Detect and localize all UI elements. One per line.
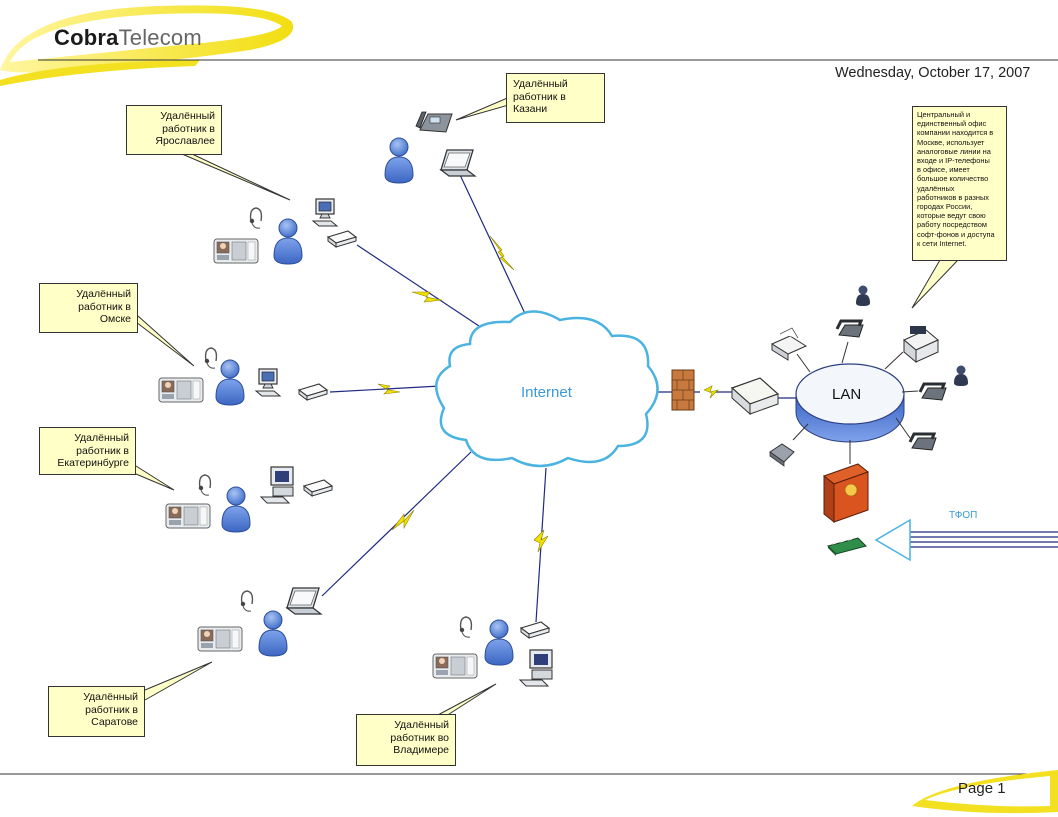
desktop-icon [312,198,338,227]
person-icon [484,619,514,666]
wireless-bolts [377,235,719,553]
router-icon [730,377,780,416]
lan-disk [795,363,905,443]
modem-icon [327,230,357,248]
softphone-icon [158,377,204,403]
headset-icon [198,474,212,496]
callout-omsk: Удалённый работник в Омске [39,283,138,333]
callout-ekaterinburg: Удалённый работник в Екатеринбурге [39,427,136,475]
softphone-icon [432,653,478,679]
headset-icon [459,616,473,638]
page-number: Page 1 [958,780,1006,797]
modem-icon [520,621,550,639]
person-icon [384,137,414,184]
person-icon [215,359,245,406]
office-description-note: Центральный и единственный офис компании… [912,106,1007,261]
laptop-icon [440,149,476,177]
brand-logo: CobraTelecom [54,25,202,51]
fax-icon [770,327,808,361]
modem-icon [303,479,333,497]
person-icon [258,610,288,657]
internet-label: Internet [521,384,572,401]
person-icon [954,365,968,386]
callout-tails [127,95,959,717]
softphone-icon [165,503,211,529]
desktop-icon [260,466,294,504]
ip-phone-icon [415,111,453,133]
server-icon [822,463,870,524]
desktop-icon [255,368,281,397]
header-swoosh [0,5,294,86]
person-icon [273,218,303,265]
headset-icon [249,207,263,229]
firewall-icon [671,369,695,411]
document-date: Wednesday, October 17, 2007 [835,65,1031,81]
headset-icon [240,590,254,612]
softphone-icon [213,238,259,264]
laptop-icon [286,587,322,615]
ip-phone-icon [908,432,938,452]
pstn-lines [910,531,1058,548]
callout-yaroslavl: Удалённый работник в Ярославлее [126,105,222,155]
printer-icon [903,326,939,364]
pstn-label: ТФОП [949,510,978,521]
gateway-card-icon [827,537,867,556]
lan-spokes [792,341,919,464]
softphone-icon [197,626,243,652]
desktop-icon [519,649,553,687]
brand-bold: Cobra [54,25,119,50]
pstn-arrow [874,518,911,562]
person-icon [221,486,251,533]
modem-icon [298,383,328,401]
callout-vladimir: Удалённый работник во Владимере [356,714,456,766]
callout-saratov: Удалённый работник в Саратове [48,686,145,737]
ip-phone-icon [769,443,795,467]
brand-light: Telecom [118,25,202,50]
ip-phone-icon [835,319,865,339]
callout-kazan: Удалённый работник в Казани [506,73,605,123]
headset-icon [204,347,218,369]
lan-label: LAN [832,386,862,403]
ip-phone-icon [918,382,948,402]
internet-cloud [435,310,659,468]
person-icon [856,285,870,306]
footer-swoosh [912,770,1058,814]
